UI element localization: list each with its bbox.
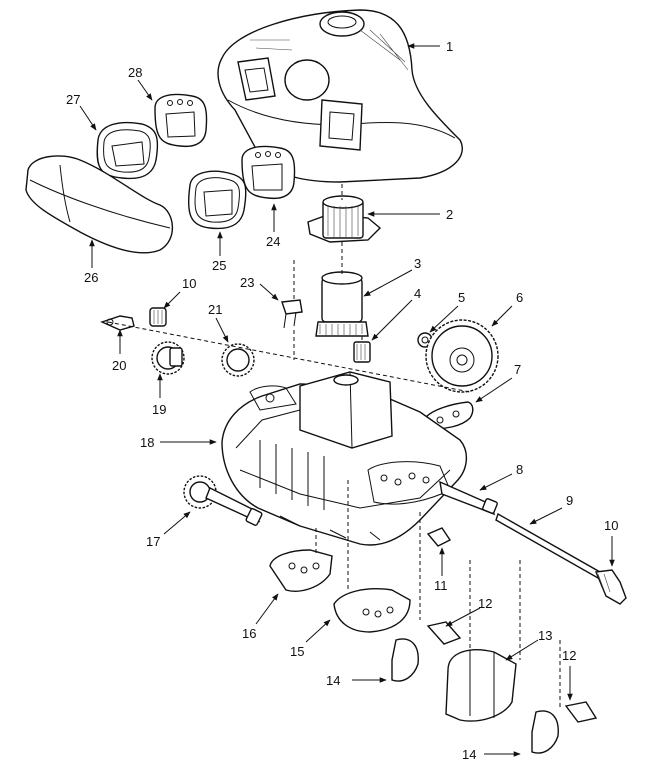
pin-part-11 bbox=[426, 527, 452, 547]
callout-19: 19 bbox=[152, 402, 166, 417]
bracket-part bbox=[424, 401, 474, 430]
callout-8: 8 bbox=[516, 462, 523, 477]
end-cap-part bbox=[594, 569, 627, 605]
callout-13: 13 bbox=[538, 628, 552, 643]
callout-24: 24 bbox=[266, 234, 280, 249]
callout-26: 26 bbox=[84, 270, 98, 285]
clip-parts-12 bbox=[426, 621, 598, 723]
plate-part-15 bbox=[333, 588, 411, 633]
callout-1: 1 bbox=[446, 39, 453, 54]
callout-27: 27 bbox=[66, 92, 80, 107]
callout-9: 9 bbox=[566, 493, 573, 508]
callout-5: 5 bbox=[458, 290, 465, 305]
hood-part bbox=[217, 9, 463, 183]
callout-14-left: 14 bbox=[326, 673, 340, 688]
callout-3: 3 bbox=[414, 256, 421, 271]
callout-23: 23 bbox=[240, 275, 254, 290]
rod-part-9 bbox=[495, 512, 601, 580]
callout-16: 16 bbox=[242, 626, 256, 641]
callout-20: 20 bbox=[112, 358, 126, 373]
chassis-part bbox=[221, 371, 467, 546]
frame-part-28 bbox=[154, 93, 208, 148]
callout-12-top: 12 bbox=[478, 596, 492, 611]
shaft-part-8 bbox=[439, 480, 498, 516]
frame-part-25 bbox=[187, 170, 247, 230]
leader-lines bbox=[79, 43, 615, 757]
frame-part-24 bbox=[241, 145, 296, 200]
frame-part-27 bbox=[96, 121, 159, 180]
callout-25: 25 bbox=[212, 258, 226, 273]
motor-mount-part bbox=[307, 195, 382, 243]
assembly-guides bbox=[293, 184, 561, 710]
callout-4: 4 bbox=[414, 286, 421, 301]
axle-parts-left bbox=[100, 307, 471, 393]
pad-part-16 bbox=[269, 549, 333, 592]
motor-drum-part bbox=[315, 271, 369, 337]
callout-28: 28 bbox=[128, 65, 142, 80]
callout-2: 2 bbox=[446, 207, 453, 222]
bumper-part bbox=[25, 155, 174, 254]
clip-part-23 bbox=[281, 299, 303, 329]
callout-10-left: 10 bbox=[182, 276, 196, 291]
callout-labels: 1 2 3 4 5 6 7 8 9 10 10 11 12 12 13 14 1… bbox=[66, 39, 618, 762]
callout-17: 17 bbox=[146, 534, 160, 549]
pinion-part bbox=[353, 341, 371, 363]
callout-10-right: 10 bbox=[604, 518, 618, 533]
strip-parts-14 bbox=[391, 638, 559, 754]
callout-21: 21 bbox=[208, 302, 222, 317]
callout-18: 18 bbox=[140, 435, 154, 450]
axle-gear-part bbox=[183, 475, 263, 526]
callout-12-right: 12 bbox=[562, 648, 576, 663]
callout-6: 6 bbox=[516, 290, 523, 305]
big-gear-part bbox=[425, 319, 499, 393]
callout-14-bottom: 14 bbox=[462, 747, 476, 762]
callout-11: 11 bbox=[434, 578, 448, 593]
callout-15: 15 bbox=[290, 644, 304, 659]
callout-7: 7 bbox=[514, 362, 521, 377]
brush-sleeve-part bbox=[445, 649, 517, 722]
